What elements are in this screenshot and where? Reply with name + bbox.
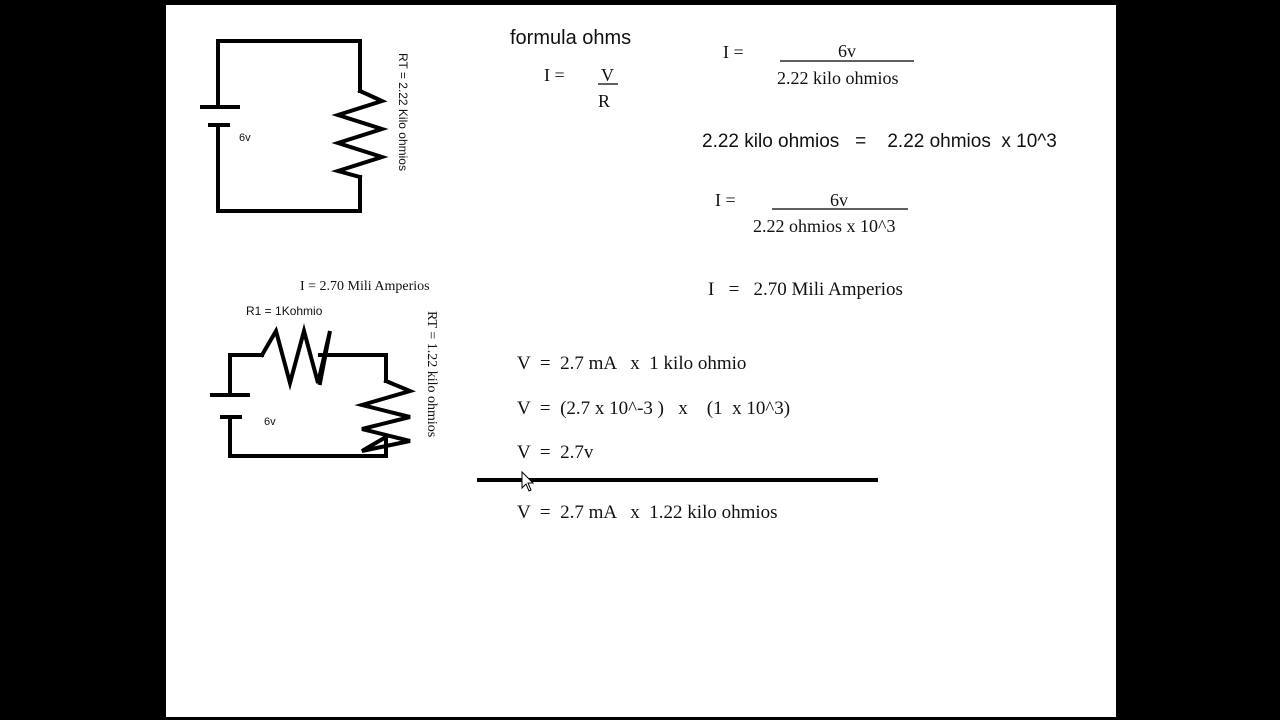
mouse-cursor-icon bbox=[521, 470, 535, 492]
voltage-line-3: V = 2.7v bbox=[517, 442, 594, 463]
circuit-2-top-wire bbox=[228, 353, 264, 397]
circuit-1-bottom-wire bbox=[216, 125, 362, 213]
calc1-denominator: 2.22 kilo ohmios bbox=[777, 68, 899, 88]
formula-denominator: R bbox=[598, 91, 611, 111]
circuit-2-current-label: I = 2.70 Mili Amperios bbox=[300, 279, 430, 294]
voltage-line-2: V = (2.7 x 10^-3 ) x (1 x 10^3) bbox=[517, 398, 791, 419]
circuit-2-bottom-wire bbox=[228, 415, 388, 458]
circuit-2-rt-label: RT = 1.22 kilo ohmios bbox=[424, 311, 439, 438]
result-current: I = 2.70 Mili Amperios bbox=[708, 279, 903, 300]
circuit-2-resistor-r1 bbox=[259, 323, 332, 391]
voltage-line-4: V = 2.7 mA x 1.22 kilo ohmios bbox=[517, 502, 778, 523]
circuit-1-resistor bbox=[330, 88, 389, 180]
slide-canvas: 6v RT = 2.22 Kilo ohmios I = 2.70 Mili A… bbox=[166, 5, 1116, 717]
calc2-denominator: 2.22 ohmios x 10^3 bbox=[753, 216, 896, 236]
circuit-1-rt-label: RT = 2.22 Kilo ohmios bbox=[396, 53, 410, 171]
circuit-2-resistor-rt bbox=[354, 378, 416, 453]
conversion-line: 2.22 kilo ohmios = 2.22 ohmios x 10^3 bbox=[702, 131, 1057, 152]
formula-title: formula ohms bbox=[510, 27, 632, 49]
circuit-diagrams bbox=[200, 39, 914, 492]
formula-lhs: I = bbox=[544, 65, 565, 85]
circuit-1-battery-label: 6v bbox=[239, 132, 251, 144]
circuit-2-battery-label: 6v bbox=[264, 416, 276, 428]
circuit-1 bbox=[200, 39, 389, 213]
calc1-numerator: 6v bbox=[838, 41, 856, 61]
circuit-2-top-wire-right bbox=[318, 353, 388, 383]
circuit-2 bbox=[210, 323, 416, 458]
calc2-numerator: 6v bbox=[830, 190, 848, 210]
calc1-lhs: I = bbox=[723, 42, 744, 62]
formula-numerator: V bbox=[601, 65, 614, 85]
voltage-line-1: V = 2.7 mA x 1 kilo ohmio bbox=[517, 353, 747, 374]
circuit-2-r1-label: R1 = 1Kohmio bbox=[246, 304, 323, 318]
circuit-1-top-wire bbox=[216, 39, 362, 109]
calc2-lhs: I = bbox=[715, 190, 736, 210]
